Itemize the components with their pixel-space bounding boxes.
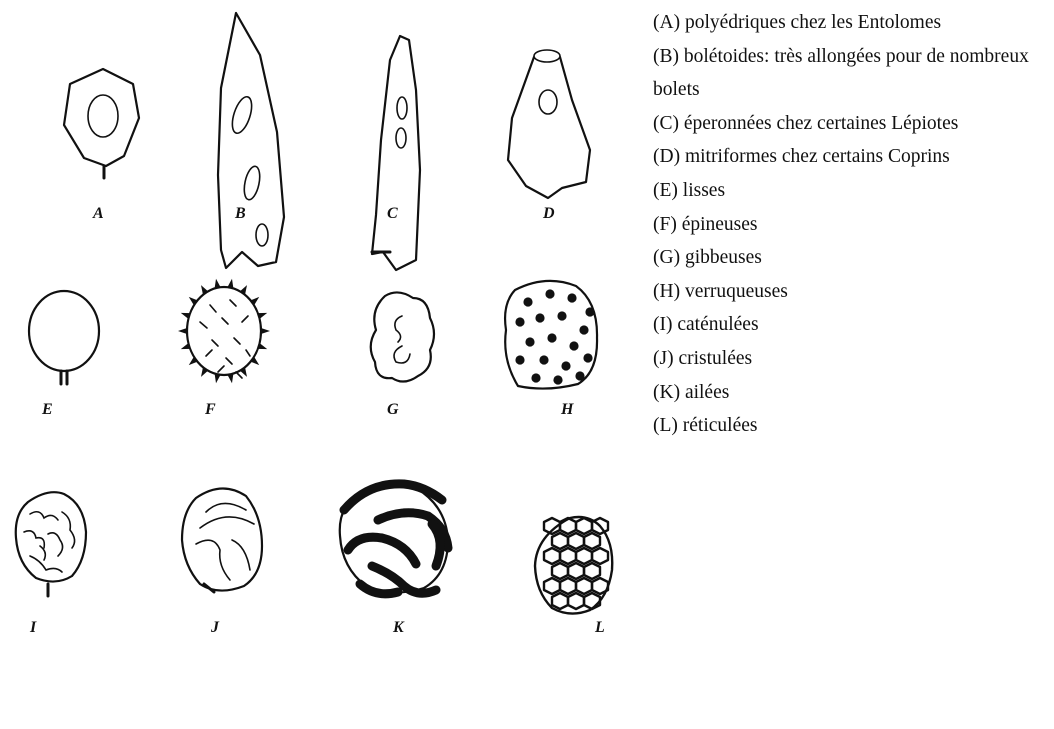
legend-item-h: (H) verruqueuses <box>653 275 1033 309</box>
spore-types-legend: (A) polyédriques chez les Entolomes (B) … <box>653 6 1053 443</box>
spore-d-mitriform <box>508 50 590 198</box>
legend-item-a: (A) polyédriques chez les Entolomes <box>653 6 1033 40</box>
legend-item-j: (J) cristulées <box>653 342 1033 376</box>
spore-label-a: A <box>92 205 104 222</box>
spore-label-k: K <box>392 619 405 636</box>
legend-item-b: (B) bolétoides: très allongées pour de n… <box>653 40 1033 107</box>
spore-label-j: J <box>210 619 220 636</box>
spore-label-l: L <box>594 619 605 636</box>
legend-item-g: (G) gibbeuses <box>653 241 1033 275</box>
legend-item-f: (F) épineuses <box>653 208 1033 242</box>
spore-label-i: I <box>29 619 37 636</box>
spore-label-h: H <box>560 401 574 418</box>
spore-j-cristulate <box>182 488 262 592</box>
spore-a-polyhedral <box>64 69 139 178</box>
legend-item-d: (D) mitriformes chez certains Coprins <box>653 140 1033 174</box>
spore-f-spiny <box>178 279 270 383</box>
spore-label-b: B <box>234 205 246 222</box>
legend-item-i: (I) caténulées <box>653 308 1033 342</box>
spore-c-spurred <box>372 36 420 270</box>
spore-k-winged <box>340 484 448 594</box>
spore-label-g: G <box>387 401 399 418</box>
spore-label-f: F <box>204 401 216 418</box>
spore-l-reticulate <box>535 517 612 614</box>
spore-b-boletoid <box>218 13 284 268</box>
spore-i-catenulate <box>16 492 86 596</box>
spore-label-d: D <box>542 205 555 222</box>
spore-label-c: C <box>387 205 398 222</box>
spore-g-gibbous <box>371 292 434 381</box>
spore-e-smooth <box>29 291 99 384</box>
legend-item-k: (K) ailées <box>653 376 1033 410</box>
legend-item-c: (C) éperonnées chez certaines Lépiotes <box>653 107 1033 141</box>
legend-item-l: (L) réticulées <box>653 409 1033 443</box>
spore-h-warty <box>505 281 597 389</box>
spore-label-e: E <box>41 401 53 418</box>
legend-item-e: (E) lisses <box>653 174 1033 208</box>
